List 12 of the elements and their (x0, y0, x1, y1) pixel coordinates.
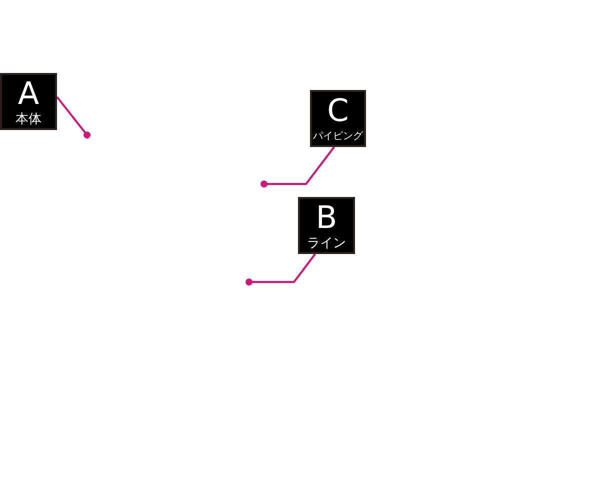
callout-letter: C (327, 96, 349, 126)
part-label: ライン (307, 236, 346, 252)
leader-line (56, 96, 90, 138)
callout-box (0, 73, 57, 130)
callout-box (298, 197, 355, 254)
part-label: パイピング (313, 130, 363, 144)
callout-letter: B (316, 203, 338, 233)
leader-line (246, 253, 316, 286)
callout-box (310, 90, 366, 147)
callout-letter: A (18, 79, 40, 109)
leader-line (260, 146, 335, 188)
part-label: 本体 (16, 112, 42, 128)
